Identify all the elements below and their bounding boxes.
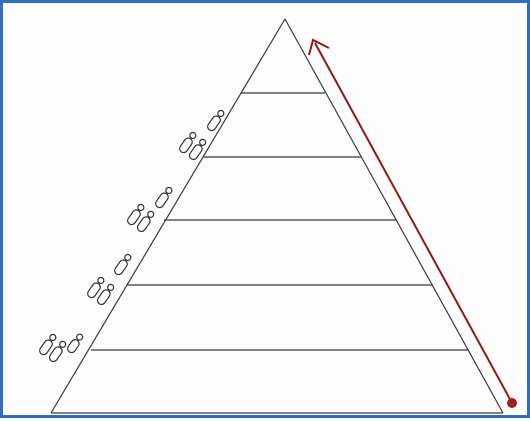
arrow-shaft <box>315 43 511 401</box>
pyramid-diagram <box>3 3 530 421</box>
pyramid <box>51 19 503 413</box>
footprint-pair <box>126 203 156 233</box>
progress-arrow <box>309 40 517 408</box>
footprint-pair <box>206 109 226 132</box>
pyramid-right-edge <box>285 19 503 413</box>
footprint-pair <box>86 276 116 306</box>
footprint-pair <box>113 253 133 276</box>
footprints <box>38 109 226 363</box>
footprint-pair <box>66 332 85 354</box>
arrow-head <box>309 40 329 55</box>
footprint-pair <box>38 333 68 363</box>
arrow-tail-dot <box>507 398 517 408</box>
footprint-pair <box>154 186 174 209</box>
pyramid-left-edge <box>51 19 285 413</box>
